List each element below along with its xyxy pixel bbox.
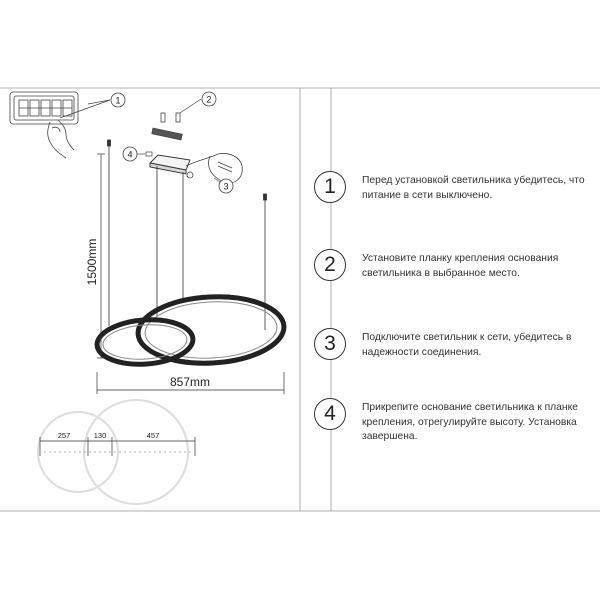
lamp-rings [94,294,287,367]
callout-marker-1 [110,92,126,108]
step-1: 1 Перед установкой светильника убедитесь… [314,171,594,211]
step-3: 3 Подключите светильник к сети, убедитес… [314,328,594,368]
callout-line-2 [179,98,202,114]
callout-line-1b [87,99,111,105]
small-ring-inner [102,324,188,360]
step-2: 2 Установите планку крепления основания … [314,249,594,289]
step-text-2: Установите планку крепления основания св… [362,253,559,279]
callout-marker-2 [201,91,217,107]
height-dimension [97,153,105,359]
mounting-bracket-icon [151,127,183,141]
step-4: 4 Прикрепите основание светильника к пла… [314,398,594,442]
plan-dim-257: 257 [58,431,71,440]
hand-icon [47,119,75,159]
step-text-1: Перед установкой светильника убедитесь, … [362,175,585,201]
large-ring [135,294,287,366]
callout-line-1 [59,99,111,119]
step-text-4: Прикрепите основание светильника к планк… [362,402,578,442]
suspension-cables [107,139,267,330]
plan-dim-457: 457 [147,431,160,440]
step-number-2: 2 [314,249,346,281]
callout-label-4: 4 [127,150,132,160]
large-ring-inner [144,301,278,359]
callout-marker-3 [218,178,234,194]
width-label: 857mm [170,375,210,389]
callout-label-2: 2 [206,95,211,105]
step-number-3: 3 [314,328,346,360]
callout-label-1: 1 [115,96,120,106]
height-label: 1500mm [85,239,99,286]
small-screw-icon [145,151,153,157]
width-dimension [96,372,285,394]
step-text-3: Подключите светильник к сети, убедитесь … [362,332,572,358]
screw-icon [160,112,181,123]
power-switch-icon [9,91,79,125]
plan-view: 257 130 457 [37,399,196,505]
wiring-connector-icon [185,153,243,184]
step-number-1: 1 [314,171,346,203]
callout-marker-4 [122,146,138,162]
plan-dimension-lines [39,437,196,456]
plan-small-ring [37,411,119,493]
small-ring [94,317,196,367]
callout-label-3: 3 [223,182,228,192]
plan-dim-130: 130 [94,431,107,440]
step-number-4: 4 [314,398,346,430]
canopy-icon [149,154,191,175]
